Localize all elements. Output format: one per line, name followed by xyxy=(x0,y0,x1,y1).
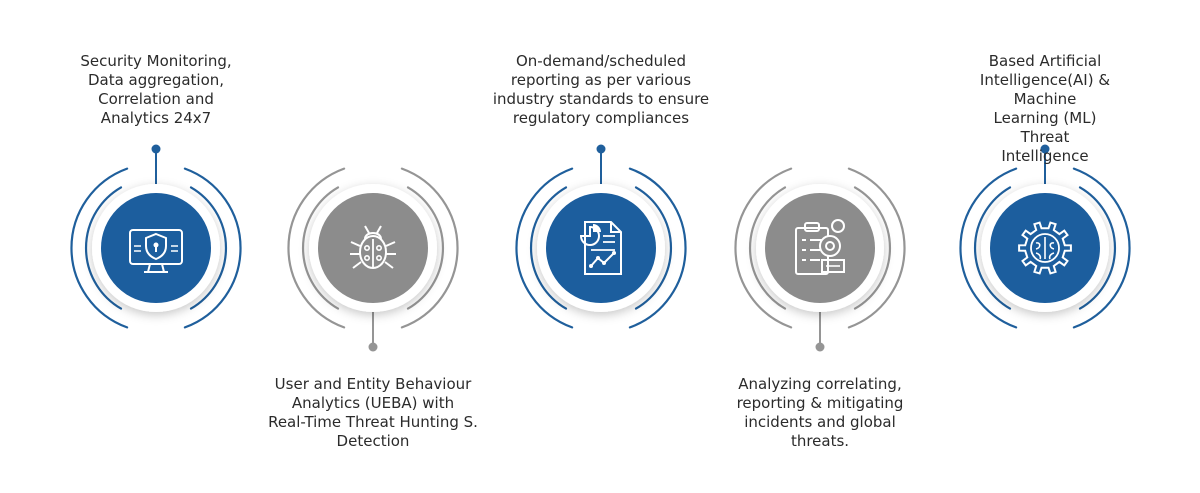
step-1-inner-arc-left xyxy=(84,186,123,310)
step-5-inner-arc-left xyxy=(973,186,1012,310)
step-2-inner-arc-right xyxy=(406,186,445,310)
step-5-ring-arc xyxy=(959,167,1018,329)
step-4-inner-arc-right xyxy=(853,186,892,310)
step-5-node xyxy=(959,144,1131,329)
step-3-core xyxy=(546,193,656,303)
step-5-caption: Based Artificial Intelligence(AI) & Mach… xyxy=(979,52,1111,165)
step-4-caption: Analyzing correlating, reporting & mitig… xyxy=(736,375,904,450)
step-5-inner-arc-right xyxy=(1078,186,1117,310)
step-1-connector-dot xyxy=(151,144,161,154)
bug-icon xyxy=(350,225,396,269)
step-3-ring-arc xyxy=(515,167,574,329)
ai-brain-gear-icon xyxy=(1018,221,1072,275)
step-1-node xyxy=(70,144,242,329)
step-3-inner-arc-left xyxy=(529,186,568,310)
step-3-node xyxy=(515,144,687,329)
step-4-node xyxy=(734,167,906,352)
step-1-inner-arc-right xyxy=(189,186,228,310)
step-4-ring-arc xyxy=(847,167,906,329)
step-2-ring-arc xyxy=(400,167,459,329)
step-2-ring-arc xyxy=(287,167,346,329)
step-5-connector-dot xyxy=(1040,144,1050,154)
step-3-inner-arc-right xyxy=(634,186,673,310)
step-3-caption: On-demand/scheduled reporting as per var… xyxy=(492,52,710,127)
step-1-ring-arc xyxy=(70,167,129,329)
step-1-ring-arc xyxy=(183,167,242,329)
shield-monitor-icon xyxy=(129,229,183,273)
step-4-inner-arc-left xyxy=(748,186,787,310)
step-4-ring-arc xyxy=(734,167,793,329)
clipboard-analysis-icon xyxy=(795,219,845,275)
report-chart-icon xyxy=(579,221,622,275)
step-1-caption: Security Monitoring, Data aggregation, C… xyxy=(80,52,232,127)
step-3-connector-dot xyxy=(596,144,606,154)
step-4-connector-dot xyxy=(815,342,825,352)
step-2-node xyxy=(287,167,459,352)
step-5-ring-arc xyxy=(1072,167,1131,329)
step-2-inner-arc-left xyxy=(301,186,340,310)
step-2-connector-dot xyxy=(368,342,378,352)
step-3-ring-arc xyxy=(628,167,687,329)
step-2-caption: User and Entity Behaviour Analytics (UEB… xyxy=(268,375,478,450)
